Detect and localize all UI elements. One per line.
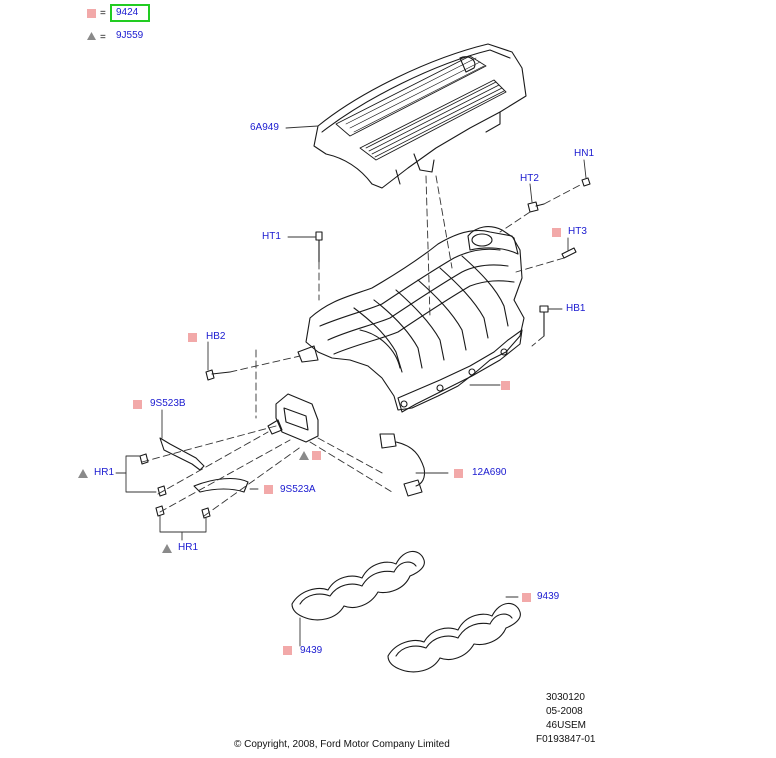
copyright-text: © Copyright, 2008, Ford Motor Company Li… bbox=[234, 739, 450, 750]
label-nut-hn1[interactable]: HN1 bbox=[574, 148, 595, 159]
drawing-figure-number: F0193847-01 bbox=[536, 734, 596, 745]
label-stud-ht2[interactable]: HT2 bbox=[520, 173, 539, 184]
highlight-box bbox=[110, 4, 150, 22]
label-rivet-hr1-bottom[interactable]: HR1 bbox=[178, 542, 199, 553]
gasket-right-drawing bbox=[387, 602, 521, 673]
sensor-drawing bbox=[379, 433, 426, 497]
valve-actuator-drawing bbox=[267, 393, 319, 443]
fasteners-drawing bbox=[205, 177, 591, 381]
label-valve-rod-b[interactable]: 9S523B bbox=[150, 398, 186, 409]
label-stud-ht1[interactable]: HT1 bbox=[262, 231, 281, 242]
legend-triangle-part-number[interactable]: 9J559 bbox=[116, 30, 144, 41]
label-stud-ht3[interactable]: HT3 bbox=[568, 226, 587, 237]
valve-rods-drawing bbox=[139, 437, 249, 519]
drawing-code-1: 3030120 bbox=[546, 692, 585, 703]
gasket-left-drawing bbox=[291, 550, 425, 621]
label-bolt-hb2[interactable]: HB2 bbox=[206, 331, 226, 342]
label-valve-rod-a[interactable]: 9S523A bbox=[280, 484, 316, 495]
label-sensor[interactable]: 12A690 bbox=[472, 467, 507, 478]
drawing-date: 05-2008 bbox=[546, 706, 583, 717]
label-bolt-hb1[interactable]: HB1 bbox=[566, 303, 586, 314]
drawing-model-code: 46USEM bbox=[546, 720, 587, 731]
callout-leaders bbox=[115, 125, 587, 647]
engine-cover-drawing bbox=[313, 43, 527, 189]
accent-square-marks bbox=[87, 9, 561, 655]
label-engine-cover[interactable]: 6A949 bbox=[250, 122, 279, 133]
label-gasket-right[interactable]: 9439 bbox=[537, 591, 560, 602]
label-rivet-hr1-left[interactable]: HR1 bbox=[94, 467, 115, 478]
intake-manifold-drawing bbox=[297, 226, 525, 413]
label-gasket-left[interactable]: 9439 bbox=[300, 645, 323, 656]
guide-lines bbox=[141, 175, 583, 517]
legend-equals-triangle: = bbox=[100, 32, 106, 43]
legend-equals: = bbox=[100, 8, 106, 19]
legend-square-part-number[interactable]: 9424 bbox=[116, 7, 139, 18]
triangle-marks bbox=[78, 32, 309, 553]
